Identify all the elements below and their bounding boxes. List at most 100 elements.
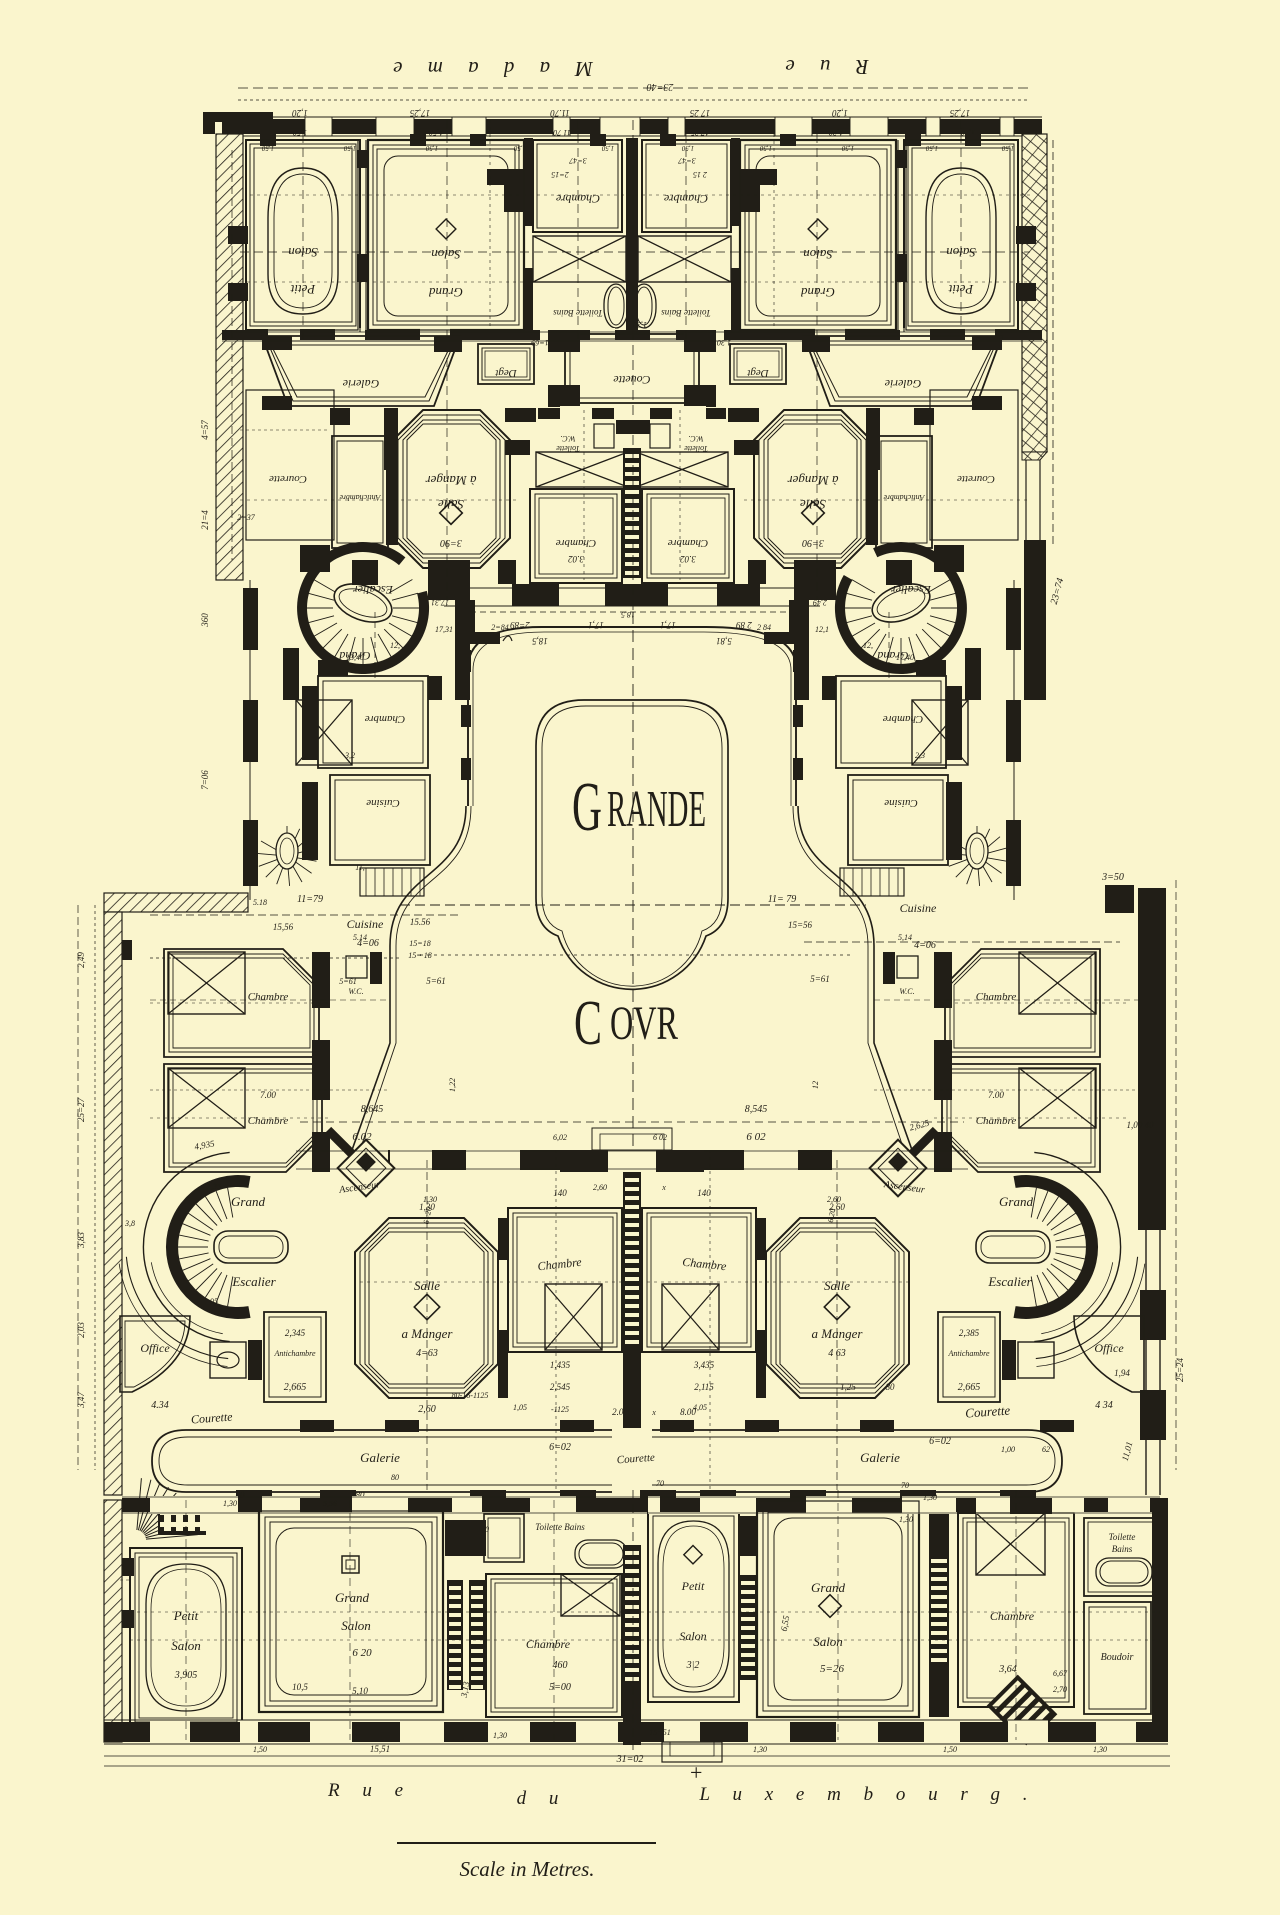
svg-text:d u: d u <box>517 1788 568 1809</box>
svg-text:2,49: 2,49 <box>813 598 827 607</box>
svg-text:Grand: Grand <box>801 285 835 300</box>
svg-text:6 02: 6 02 <box>746 1131 766 1143</box>
svg-text:5=00: 5=00 <box>549 1682 571 1693</box>
svg-text:1,20: 1,20 <box>832 108 848 118</box>
svg-text:15.56: 15.56 <box>410 917 431 927</box>
svg-text:1,30: 1,30 <box>223 1499 237 1508</box>
svg-text:4 34: 4 34 <box>1095 1400 1113 1411</box>
svg-text:Escalier: Escalier <box>891 583 932 597</box>
svg-text:Toilette Bains: Toilette Bains <box>661 308 711 318</box>
svg-text:2,545: 2,545 <box>550 1382 571 1392</box>
svg-text:3,905: 3,905 <box>174 1670 198 1681</box>
svg-text:1,05: 1,05 <box>513 1403 527 1412</box>
svg-text:a Manger: a Manger <box>812 1326 864 1341</box>
svg-text:3,47: 3,47 <box>76 1392 86 1409</box>
svg-text:2 84: 2 84 <box>757 623 771 632</box>
svg-text:2,70: 2,70 <box>1053 1685 1067 1694</box>
svg-text:6,20: 6,20 <box>826 1208 837 1223</box>
svg-text:Salon: Salon <box>431 247 461 262</box>
svg-text:3=50: 3=50 <box>1101 872 1124 883</box>
svg-text:RANDE: RANDE <box>607 781 706 838</box>
svg-text:Grand: Grand <box>876 649 908 663</box>
svg-text:1=69: 1=69 <box>531 338 548 347</box>
svg-text:17,31: 17,31 <box>435 625 453 634</box>
svg-text:5=26: 5=26 <box>820 1663 844 1675</box>
svg-text:à Manger: à Manger <box>787 473 839 488</box>
svg-text:R u e: R u e <box>327 1780 412 1801</box>
svg-text:Couette: Couette <box>613 373 651 387</box>
svg-text:2,60: 2,60 <box>593 1183 607 1192</box>
svg-text:Office: Office <box>140 1341 170 1355</box>
svg-text:2=37: 2=37 <box>237 513 255 522</box>
svg-text:Salon: Salon <box>341 1618 371 1633</box>
svg-text:Toilette: Toilette <box>684 444 708 453</box>
svg-text:Boudoir: Boudoir <box>1101 1652 1134 1663</box>
svg-text:140: 140 <box>697 1188 711 1198</box>
svg-text:Toilette Bains: Toilette Bains <box>553 308 603 318</box>
svg-text:Cuisine: Cuisine <box>884 797 918 809</box>
svg-text:11,: 11, <box>355 863 364 872</box>
svg-text:6,55: 6,55 <box>779 1614 792 1632</box>
svg-text:Cuisine: Cuisine <box>347 917 384 931</box>
svg-text:1,50: 1,50 <box>425 144 438 152</box>
svg-text:Chambre: Chambre <box>883 713 924 725</box>
svg-text:G: G <box>572 769 602 846</box>
svg-text:1,50: 1,50 <box>253 1745 267 1754</box>
svg-text:C: C <box>574 987 602 1058</box>
svg-text:Degt: Degt <box>746 367 769 379</box>
svg-text:3,2: 3,2 <box>344 751 355 760</box>
svg-text:Chambre: Chambre <box>682 1255 728 1274</box>
svg-text:Grand: Grand <box>811 1580 845 1595</box>
svg-text:25=24: 25=24 <box>1175 1357 1185 1382</box>
svg-text:1,30: 1,30 <box>923 1493 937 1502</box>
svg-text:7.00: 7.00 <box>260 1090 276 1100</box>
svg-text:Chambre: Chambre <box>537 1255 583 1274</box>
svg-text:6=02: 6=02 <box>929 1436 951 1447</box>
svg-text:3=47: 3=47 <box>677 156 696 165</box>
svg-text:12,: 12, <box>390 641 400 650</box>
svg-text:1,20: 1,20 <box>292 108 308 118</box>
svg-text:Scale in Metres.: Scale in Metres. <box>459 1857 594 1881</box>
svg-text:Escalier: Escalier <box>987 1274 1032 1289</box>
svg-text:1,94: 1,94 <box>1114 1368 1130 1378</box>
svg-text:3,8: 3,8 <box>124 1219 135 1228</box>
svg-text:95: 95 <box>210 1297 218 1306</box>
svg-text:Grand: Grand <box>338 649 370 663</box>
svg-text:1,435: 1,435 <box>550 1360 571 1370</box>
svg-text:2,60: 2,60 <box>829 1202 845 1212</box>
svg-text:5,81: 5,81 <box>716 636 732 646</box>
svg-text:6.02: 6.02 <box>352 1131 372 1143</box>
svg-text:3,83: 3,83 <box>76 1232 86 1249</box>
svg-text:Chambre: Chambre <box>990 1609 1035 1623</box>
svg-text:OVR: OVR <box>610 997 678 1050</box>
svg-text:1,20: 1,20 <box>829 128 843 137</box>
svg-text:3,435: 3,435 <box>693 1360 715 1370</box>
svg-text:M a d a m e: M a d a m e <box>383 57 594 81</box>
svg-text:1,50: 1,50 <box>925 144 938 152</box>
svg-text:62: 62 <box>1042 1445 1050 1454</box>
svg-text:6=20: 6=20 <box>422 1206 434 1225</box>
svg-text:Galerie: Galerie <box>360 1450 400 1465</box>
svg-text:Petit: Petit <box>173 1608 199 1623</box>
svg-text:1,50: 1,50 <box>759 144 772 152</box>
svg-text:1,30: 1,30 <box>899 1515 913 1524</box>
svg-text:W.C.: W.C. <box>688 434 703 443</box>
svg-text:1,30: 1,30 <box>753 1745 767 1754</box>
svg-text:3=90: 3=90 <box>802 537 825 548</box>
svg-text:3.02: 3.02 <box>568 554 585 564</box>
svg-text:1,50: 1,50 <box>943 1745 957 1754</box>
svg-text:360: 360 <box>200 613 210 628</box>
svg-text:1,50: 1,50 <box>429 128 443 137</box>
svg-text:Salon: Salon <box>679 1629 706 1643</box>
svg-text:6=02: 6=02 <box>549 1442 571 1453</box>
svg-text:15=18: 15=18 <box>409 939 430 948</box>
svg-text:460: 460 <box>553 1660 568 1671</box>
svg-text:Grand: Grand <box>231 1194 265 1209</box>
svg-text:1,30: 1,30 <box>1093 1745 1107 1754</box>
svg-text:Chambre: Chambre <box>556 537 597 549</box>
svg-text:W.C.: W.C. <box>348 987 363 996</box>
svg-text:x: x <box>651 1408 656 1417</box>
svg-text:12,1: 12,1 <box>815 625 829 634</box>
svg-text:1,20: 1,20 <box>961 128 975 137</box>
svg-text:Antichambre: Antichambre <box>883 493 925 502</box>
